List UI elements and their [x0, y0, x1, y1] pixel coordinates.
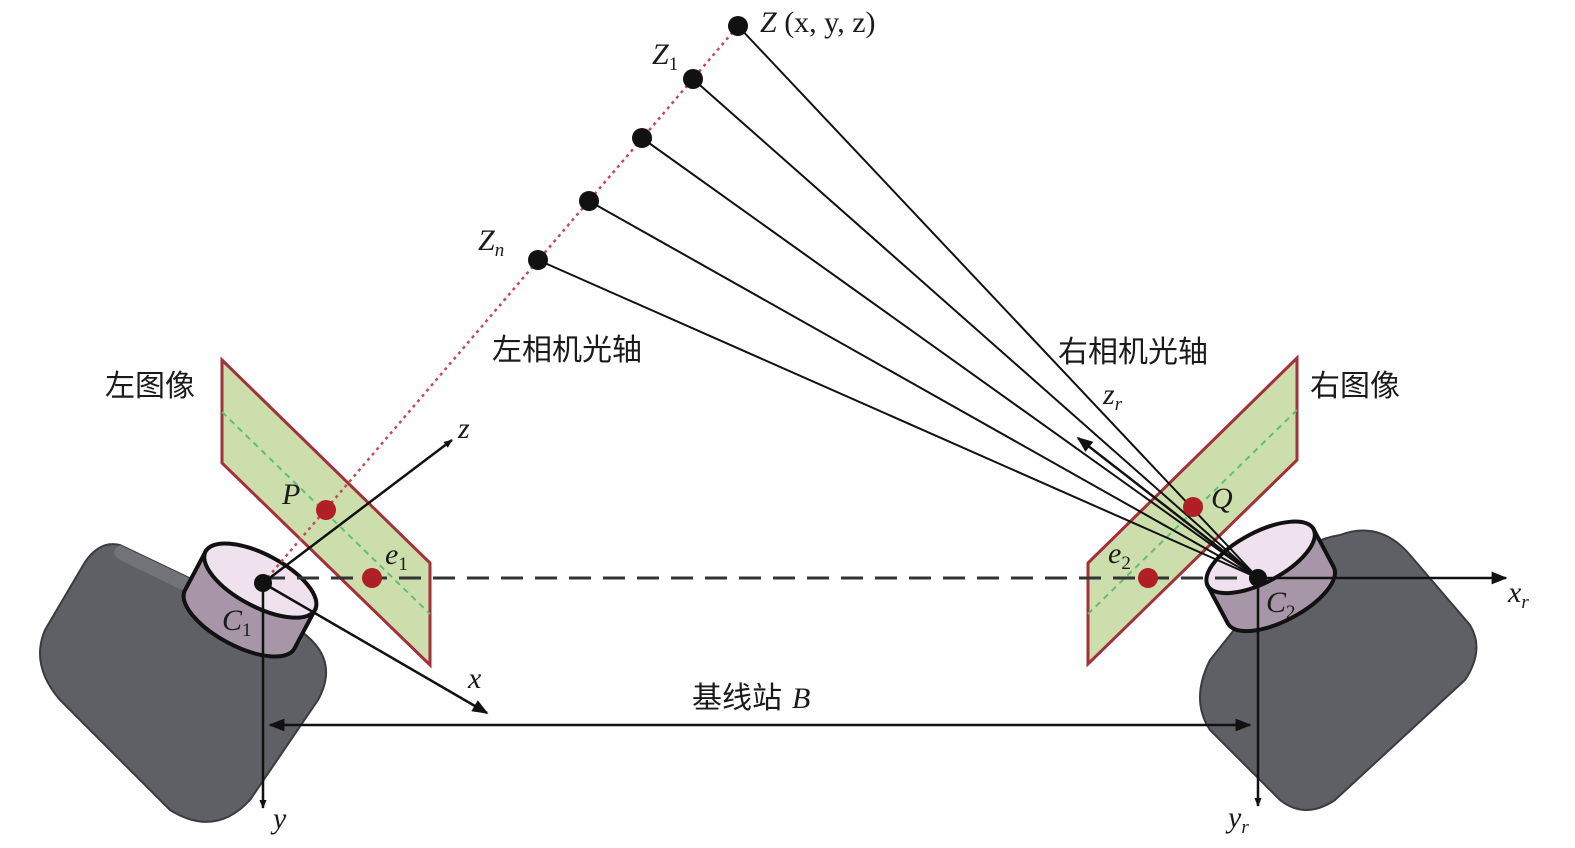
label-left-y: y [270, 802, 287, 835]
point-z [728, 16, 748, 36]
left-camera [39, 541, 327, 823]
right-camera-lens [1204, 519, 1338, 634]
point-e1 [362, 568, 382, 588]
label-q: Q [1211, 482, 1233, 515]
projection-rays [537, 25, 1259, 579]
image-points [316, 497, 1203, 588]
point-z1 [683, 69, 703, 89]
left-x-axis [262, 581, 489, 715]
label-e1: e1 [385, 538, 408, 575]
label-p: P [281, 478, 300, 511]
left-camera-axes [259, 439, 489, 809]
label-left-z: z [457, 412, 470, 445]
label-e2: e2 [1108, 537, 1131, 574]
label-c1: C1 [222, 604, 252, 641]
right-camera-axes [1076, 437, 1508, 807]
right-camera [1199, 519, 1478, 811]
label-left-x: x [467, 662, 482, 695]
ray-z1 [692, 78, 1259, 579]
label-z1: Z1 [652, 38, 678, 75]
left-z-axis [262, 439, 453, 584]
right-z-axis [1076, 437, 1259, 579]
right-camera-center-point [1249, 569, 1267, 587]
label-left-optical-axis: 左相机光轴 [492, 333, 642, 368]
label-right-x: xr [1507, 576, 1529, 613]
point-zn [528, 250, 548, 270]
label-right-y: yr [1225, 801, 1249, 838]
point-q [1183, 497, 1203, 517]
label-zn: Zn [478, 224, 504, 261]
point-z2 [632, 128, 652, 148]
label-left-image: 左图像 [105, 369, 195, 404]
point-p [316, 500, 336, 520]
left-camera-center-point [254, 574, 272, 592]
left-optical-axis [262, 25, 739, 584]
label-z: Z (x, y, z) [760, 6, 876, 39]
ray-z [737, 25, 1259, 579]
object-points [528, 16, 748, 270]
ray-zn [537, 259, 1259, 579]
label-right-z: zr [1102, 378, 1123, 415]
label-right-optical-axis: 右相机光轴 [1058, 335, 1208, 370]
label-c2: C2 [1266, 586, 1296, 623]
point-z3 [579, 191, 599, 211]
ray-z2 [641, 137, 1259, 579]
label-right-image: 右图像 [1310, 369, 1400, 404]
point-e2 [1138, 568, 1158, 588]
ray-z3 [588, 200, 1259, 579]
